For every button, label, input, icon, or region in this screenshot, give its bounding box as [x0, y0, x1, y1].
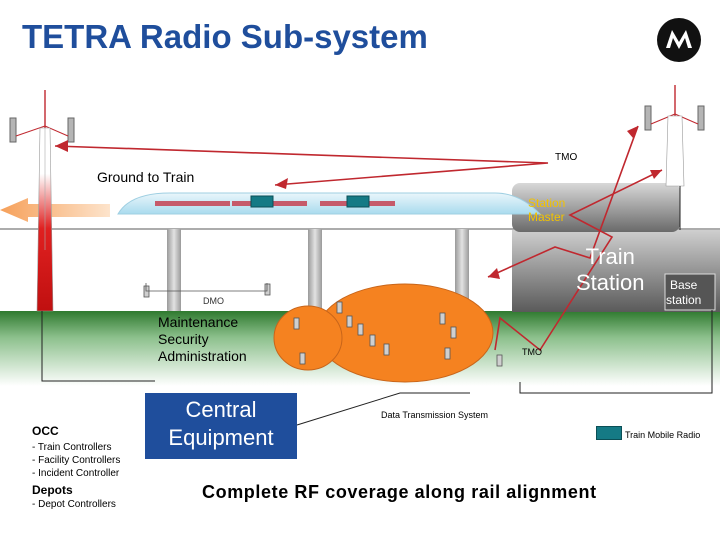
handheld-radio: [439, 312, 446, 325]
radio-tower-left: [9, 90, 75, 312]
coverage-area: [273, 305, 343, 371]
tmo-label: TMO: [555, 152, 578, 163]
radio-tower-right: [644, 85, 705, 187]
depots-heading: Depots: [32, 483, 73, 497]
tmo-label: TMO: [522, 347, 542, 357]
motorola-logo-icon: [657, 18, 701, 62]
base-station-label: Base station: [666, 278, 701, 308]
handheld-radio: [264, 283, 271, 296]
occ-list: - Train Controllers - Facility Controlle…: [32, 441, 120, 480]
handheld-radio: [143, 285, 150, 298]
handheld-radio: [336, 301, 343, 314]
handheld-radio: [293, 317, 300, 330]
list-item: - Incident Controller: [32, 468, 120, 479]
direction-arrow-icon: [0, 198, 110, 222]
list-item: - Depot Controllers: [32, 499, 116, 510]
station-master-label: Station Master: [528, 196, 565, 224]
radio-link: [487, 125, 639, 278]
train-station-line1: Train: [585, 244, 635, 269]
maintenance-line1: Maintenance: [158, 314, 239, 330]
page-title: TETRA Radio Sub-system: [22, 18, 428, 55]
station-master-booth: [512, 183, 680, 232]
occ-heading: OCC: [32, 424, 59, 438]
train-station-label: Train Station: [576, 244, 645, 296]
handheld-radio: [299, 352, 306, 365]
ground-to-train-label: Ground to Train: [97, 169, 195, 185]
maintenance-label: Maintenance Security Administration: [158, 314, 247, 365]
handheld-radio: [496, 354, 503, 367]
radio-link: [494, 169, 663, 352]
list-item: - Facility Controllers: [32, 455, 121, 466]
train-mobile-radio-legend-swatch: [596, 426, 622, 440]
handheld-radio: [450, 326, 457, 339]
train-station-line2: Station: [576, 270, 645, 295]
handheld-radio: [357, 323, 364, 336]
radio-link: [54, 145, 549, 186]
train-mobile-radio-legend-label: Train Mobile Radio: [625, 430, 701, 440]
central-equipment-line1: Central: [185, 397, 257, 422]
handheld-radio: [346, 315, 353, 328]
maintenance-line3: Administration: [158, 348, 247, 364]
central-equipment-box: Central Equipment: [145, 393, 297, 459]
data-transmission-label: Data Transmission System: [381, 410, 489, 420]
station-master-line1: Station: [528, 196, 566, 210]
train-mobile-radio-unit: [250, 195, 274, 208]
coverage-area: [316, 283, 494, 383]
maintenance-line2: Security: [158, 331, 209, 347]
depots-list: - Depot Controllers: [32, 498, 116, 511]
central-equipment-line2: Equipment: [168, 425, 274, 450]
train-mobile-radio-unit: [346, 195, 370, 208]
handheld-radio: [383, 343, 390, 356]
handheld-radio: [444, 347, 451, 360]
list-item: - Train Controllers: [32, 442, 112, 453]
base-station-line2: station: [666, 293, 702, 307]
station-master-line2: Master: [528, 210, 565, 224]
dmo-label: DMO: [203, 296, 224, 306]
handheld-radio: [369, 334, 376, 347]
base-station-line1: Base: [670, 278, 698, 292]
tagline: Complete RF coverage along rail alignmen…: [202, 482, 597, 502]
base-station-box: [664, 273, 716, 311]
